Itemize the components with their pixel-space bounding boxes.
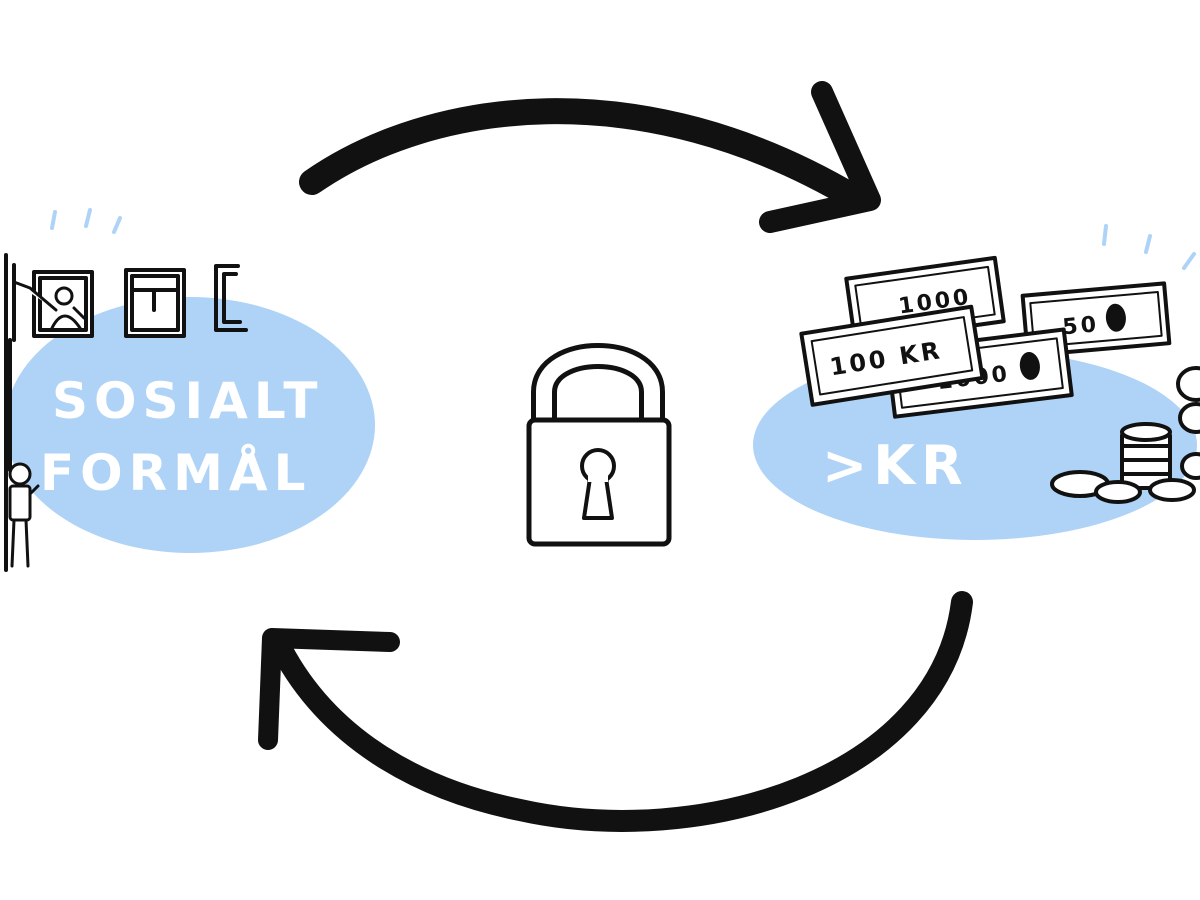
right-label: >KR — [822, 434, 969, 497]
top-arrow-icon — [299, 81, 881, 233]
left-blob — [5, 297, 375, 553]
banknote-right-value: 50 — [1061, 312, 1100, 340]
left-label-line2: FORMÅL — [40, 443, 311, 502]
child-figure-icon — [8, 462, 40, 568]
left-label-line1: SOSIALT — [52, 372, 324, 430]
padlock-icon — [526, 343, 672, 547]
bottom-arrow-icon — [258, 591, 973, 832]
sparkle-marks-left — [50, 208, 122, 234]
sparkle-marks-right — [1102, 224, 1196, 270]
banknotes-icon: 1000 50 1000 100 KR — [799, 255, 1172, 419]
person-icon — [12, 280, 86, 330]
coins-icon — [1050, 366, 1200, 504]
building-icon — [4, 253, 248, 572]
